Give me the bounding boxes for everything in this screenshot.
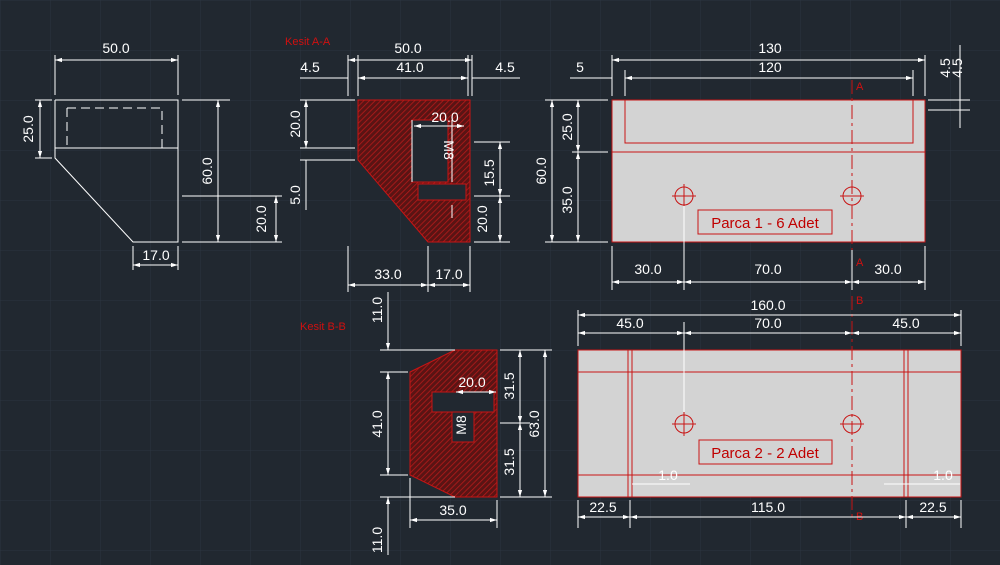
section-bb-label: Kesit B-B	[300, 321, 346, 333]
dim-v3-b3: 30.0	[874, 261, 901, 277]
dim-v4-upper: 31.5	[501, 372, 517, 399]
dim-v1-height-top: 25.0	[20, 115, 36, 142]
dim-v5-t3: 45.0	[892, 315, 919, 331]
dim-v5-total: 160.0	[750, 297, 785, 313]
dim-v5-gap-right: 1.0	[933, 467, 953, 483]
dim-v2-offset-right: 4.5	[495, 59, 515, 75]
dim-v3-h-total: 60.0	[533, 157, 549, 184]
dim-v4-height: 41.0	[369, 410, 385, 437]
dim-v5-b2: 115.0	[751, 499, 785, 515]
dim-v3-right-b: 4.5	[949, 58, 965, 78]
view-part1-front: A A Parca 1 - 6 Adet 130 120 5 4.5 4.5 6…	[533, 40, 970, 290]
view-section-bb: Kesit B-B 20.0 M8 11.0 41.0 11.0 31.5 31…	[300, 292, 552, 555]
dim-v1-bottom: 17.0	[142, 247, 169, 263]
dim-v5-b1: 22.5	[589, 499, 616, 515]
dim-v4-total: 63.0	[526, 410, 542, 437]
dim-v4-lower: 31.5	[501, 448, 517, 475]
dim-v3-b1: 30.0	[634, 261, 661, 277]
section-aa-label: Kesit A-A	[285, 36, 331, 48]
dim-v4-offset-bottom: 11.0	[369, 527, 385, 553]
thread-m8-b: M8	[453, 415, 469, 435]
thread-m8-a: M8	[441, 140, 457, 160]
dim-v5-gap-left: 1.0	[658, 467, 678, 483]
dim-v2-right-mid: 15.5	[481, 159, 497, 186]
dim-v3-h-top: 25.0	[559, 113, 575, 140]
dim-v1-height: 60.0	[199, 157, 215, 184]
view-side-profile: 50.0 25.0 60.0 20.0 17.0	[20, 40, 282, 270]
dim-v5-t2: 70.0	[754, 315, 781, 331]
dim-v4-slot: 20.0	[458, 374, 485, 390]
part1-label: Parca 1 - 6 Adet	[711, 215, 819, 232]
dim-v2-width: 50.0	[394, 40, 421, 56]
dim-v2-top-height: 20.0	[287, 110, 303, 137]
dim-v2-base: 33.0	[374, 266, 401, 282]
section-a-bottom: A	[856, 257, 864, 269]
section-a-top: A	[856, 81, 864, 93]
dim-v2-base-right: 17.0	[435, 266, 462, 282]
dim-v2-offset-left: 4.5	[300, 59, 320, 75]
dim-v5-b3: 22.5	[919, 499, 946, 515]
dim-v2-gap: 5.0	[287, 185, 303, 205]
dim-v5-t1: 45.0	[616, 315, 643, 331]
dim-v3-inner: 120	[758, 59, 782, 75]
dim-v1-lower: 20.0	[253, 205, 269, 232]
section-b-top: B	[856, 295, 863, 307]
dim-v4-offset-top: 11.0	[369, 297, 385, 323]
dim-v1-width: 50.0	[102, 40, 129, 56]
dim-v3-edge: 5	[576, 59, 584, 75]
dim-v3-b2: 70.0	[754, 261, 781, 277]
dim-v4-base: 35.0	[439, 502, 466, 518]
dim-v2-inner: 41.0	[396, 59, 423, 75]
part2-label: Parca 2 - 2 Adet	[711, 445, 819, 462]
dim-v3-h-low: 35.0	[559, 186, 575, 213]
dim-v2-right-low: 20.0	[474, 205, 490, 232]
dim-v2-slot-width: 20.0	[431, 109, 458, 125]
view-part2-front: B B Parca 2 - 2 Adet 160.0 45.0 70.0 45.…	[577, 295, 962, 528]
dim-v3-right-a: 4.5	[937, 58, 953, 78]
view-section-aa: Kesit A-A M8 50.0 41.0 4.5 4.5 20.0 5.0 …	[285, 36, 520, 292]
dim-v3-total: 130	[758, 40, 782, 56]
